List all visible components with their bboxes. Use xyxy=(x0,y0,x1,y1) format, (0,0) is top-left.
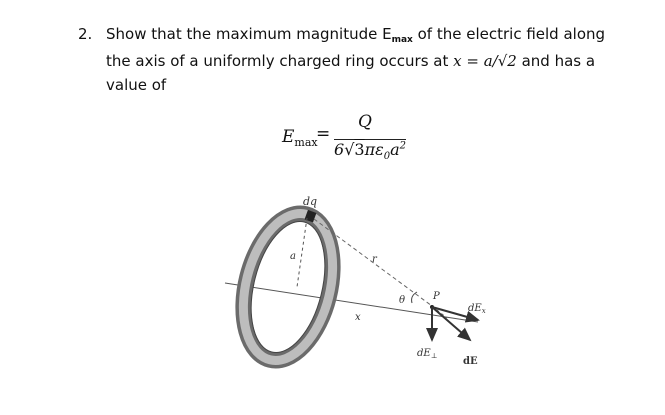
label-theta: θ xyxy=(399,295,405,306)
den-var: a xyxy=(390,140,400,159)
label-dEx: dEx xyxy=(468,303,486,315)
r-line xyxy=(313,218,433,307)
label-dEperp-main: dE xyxy=(417,348,431,359)
label-dE: dE xyxy=(463,356,478,367)
fraction-bar xyxy=(334,139,406,140)
den-sub: 0 xyxy=(383,151,391,163)
label-dEx-sub: x xyxy=(482,307,486,315)
label-dEx-main: dE xyxy=(468,303,482,314)
position-formula: x = a/√2 xyxy=(453,52,517,70)
lhs-subscript: max xyxy=(294,136,318,149)
label-dq: dq xyxy=(303,195,317,208)
problem-line-3: value of xyxy=(106,76,167,94)
label-dEperp-sub: ⊥ xyxy=(431,352,438,360)
formula-numerator: Q xyxy=(358,112,372,132)
emax-formula: Emax = Q 6√3πε0a2 xyxy=(282,112,422,172)
theta-arc xyxy=(411,291,418,304)
problem-text: Show that the maximum magnitude Emax of … xyxy=(106,22,646,97)
ring-highlight xyxy=(238,209,338,365)
label-p: P xyxy=(432,291,440,302)
formula-lhs: Emax xyxy=(282,127,318,149)
problem-line-1: Show that the maximum magnitude Emax of … xyxy=(106,22,646,49)
line1-part-a: Show that the maximum magnitude E xyxy=(106,25,392,43)
line2-part-a: the axis of a uniformly charged ring occ… xyxy=(106,52,454,70)
sqrt-sign: √ xyxy=(344,140,355,159)
label-a: a xyxy=(290,251,296,262)
lhs-symbol: E xyxy=(282,127,295,147)
axis-line xyxy=(224,282,479,323)
den-rest: πε xyxy=(364,140,384,159)
dEx-arrow xyxy=(431,306,480,323)
dE-arrow xyxy=(431,306,472,342)
emax-subscript: max xyxy=(391,35,413,45)
line2-part-b: and has a xyxy=(516,52,596,70)
formula-denominator: 6√3πε0a2 xyxy=(334,140,406,162)
line1-part-b: of the electric field along xyxy=(412,25,606,43)
formula-equals: = xyxy=(316,124,331,144)
problem-line-2: the axis of a uniformly charged ring occ… xyxy=(106,49,646,73)
label-dEperp: dE⊥ xyxy=(417,348,437,360)
den-root: 3 xyxy=(354,140,365,159)
problem-number: 2. xyxy=(78,25,93,43)
label-x: x xyxy=(355,312,361,323)
den-exp: 2 xyxy=(399,140,406,152)
charge-element xyxy=(304,209,317,223)
ring-inner-edge xyxy=(250,220,326,354)
den-prefix: 6 xyxy=(334,140,345,159)
radius-line xyxy=(296,217,308,288)
label-r: r xyxy=(372,254,378,265)
